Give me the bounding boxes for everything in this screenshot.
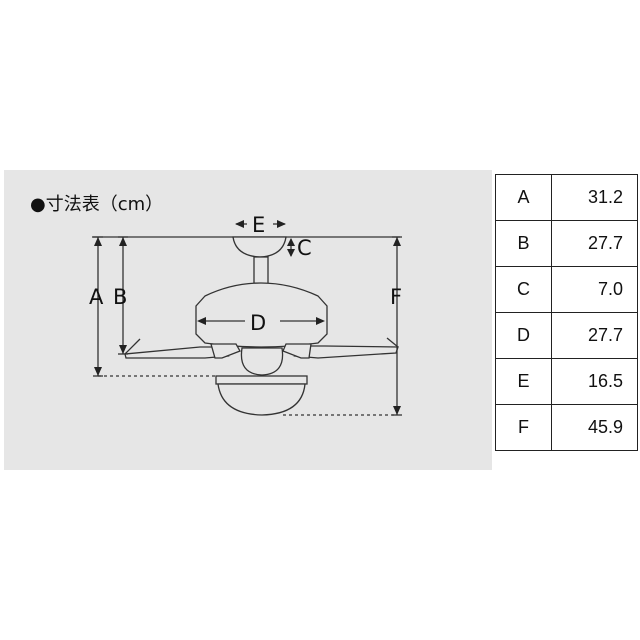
dimension-value: 27.7 (551, 312, 638, 359)
dimension-value: 16.5 (551, 358, 638, 405)
dimension-b-arrow-top (119, 237, 127, 246)
dimension-key: E (495, 358, 552, 405)
label-f: F (390, 285, 402, 309)
switch-housing-shape (240, 347, 284, 376)
dimension-value: 27.7 (551, 220, 638, 267)
dimension-value: 7.0 (551, 266, 638, 313)
label-a: A (89, 285, 104, 309)
dimension-f-arrow-bottom (393, 406, 401, 415)
blade-iron-left-shape (210, 343, 241, 359)
diagram-title: ●寸法表（cm） (30, 194, 164, 215)
dimension-a-arrow-bottom (94, 367, 102, 376)
blade-right-tip (386, 337, 399, 348)
dimension-d-arrow-left (197, 317, 206, 325)
dimension-value: 45.9 (551, 404, 638, 451)
dimension-d-arrow-right (316, 317, 325, 325)
dimension-e-arrow-left (235, 220, 244, 228)
light-fixture-bowl-shape (217, 383, 306, 416)
dimension-key: D (495, 312, 552, 359)
canopy-shape (232, 236, 287, 258)
dimension-e-arrow-right (277, 220, 286, 228)
label-d: D (250, 311, 266, 335)
dimension-key: B (495, 220, 552, 267)
dimension-a-arrow-top (94, 237, 102, 246)
dimension-key: F (495, 404, 552, 451)
label-e: E (252, 213, 265, 237)
dimension-key: C (495, 266, 552, 313)
label-c: C (297, 236, 312, 260)
blade-iron-right-shape (282, 343, 312, 359)
dimension-value: 31.2 (551, 174, 638, 221)
dimension-b-arrow-bottom (119, 345, 127, 354)
dimension-f-arrow-top (393, 237, 401, 246)
blade-left-tip (124, 338, 141, 355)
dimension-c-arrow-bottom (287, 249, 295, 257)
dimension-c-arrow-top (287, 238, 295, 246)
label-b: B (113, 285, 127, 309)
downrod-shape (253, 256, 269, 286)
dimension-key: A (495, 174, 552, 221)
light-fixture-rim-shape (215, 375, 308, 385)
